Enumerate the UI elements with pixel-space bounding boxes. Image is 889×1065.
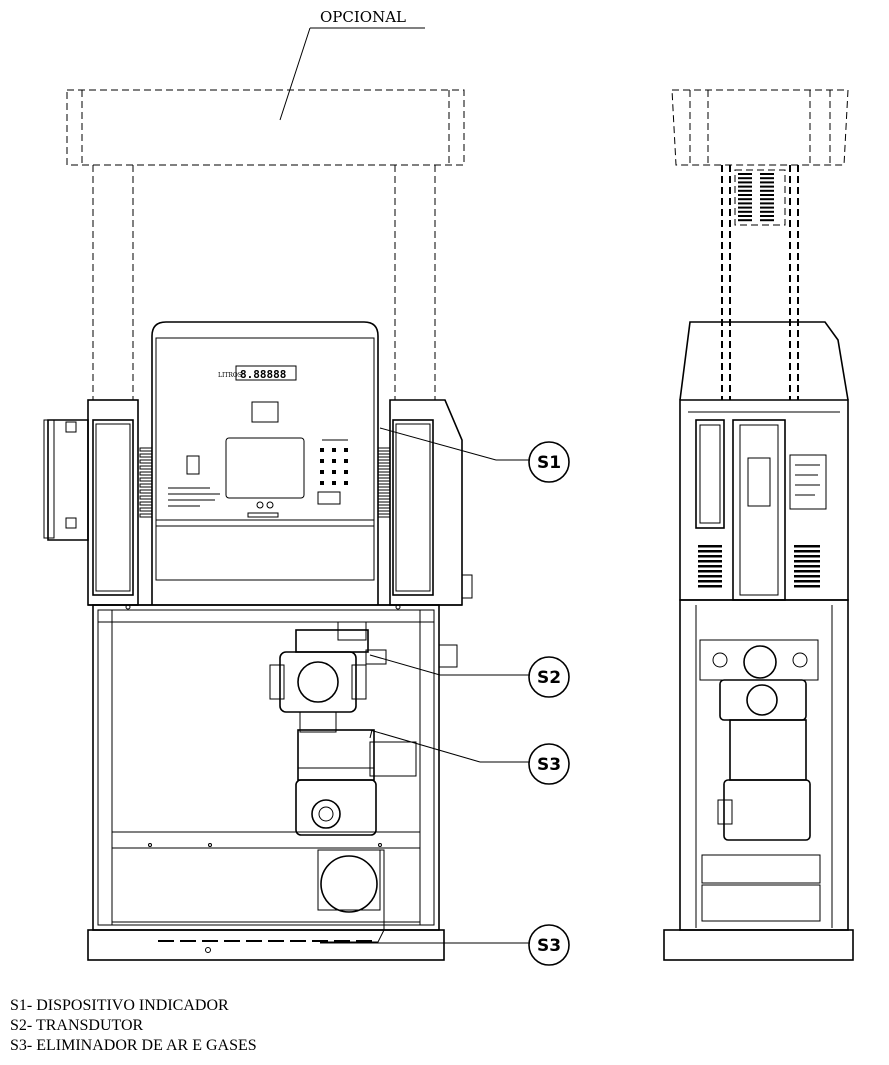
callout-s3-lower-label: S3 [537, 936, 561, 956]
callout-s1: S1 [379, 427, 570, 483]
price-display: LITROS 8.88888 [218, 368, 286, 381]
legend-item-s1: S1- DISPOSITIVO INDICADOR [10, 997, 229, 1014]
callout-s2: S2 [369, 654, 570, 698]
optional-canopy-front [66, 27, 465, 400]
callout-s3-lower: S3 [320, 924, 570, 966]
side-view [663, 321, 854, 961]
display-digits: 8.88888 [240, 368, 286, 381]
legend-item-s2: S2- TRANSDUTOR [10, 1017, 144, 1034]
optional-label: OPCIONAL [320, 8, 406, 26]
legend-item-s3: S3- ELIMINADOR DE AR E GASES [10, 1037, 257, 1054]
callout-s3-upper-label: S3 [537, 755, 561, 775]
optional-canopy-side [671, 89, 849, 400]
legend: S1- DISPOSITIVO INDICADOR S2- TRANSDUTOR… [10, 996, 257, 1056]
front-head [43, 321, 473, 606]
front-cabinet [87, 604, 458, 961]
front-meter [269, 621, 417, 943]
callout-s1-label: S1 [537, 453, 561, 473]
display-unit-label: LITROS [218, 372, 242, 379]
callout-s3-upper: S3 [369, 729, 570, 785]
callout-s2-label: S2 [537, 668, 561, 688]
